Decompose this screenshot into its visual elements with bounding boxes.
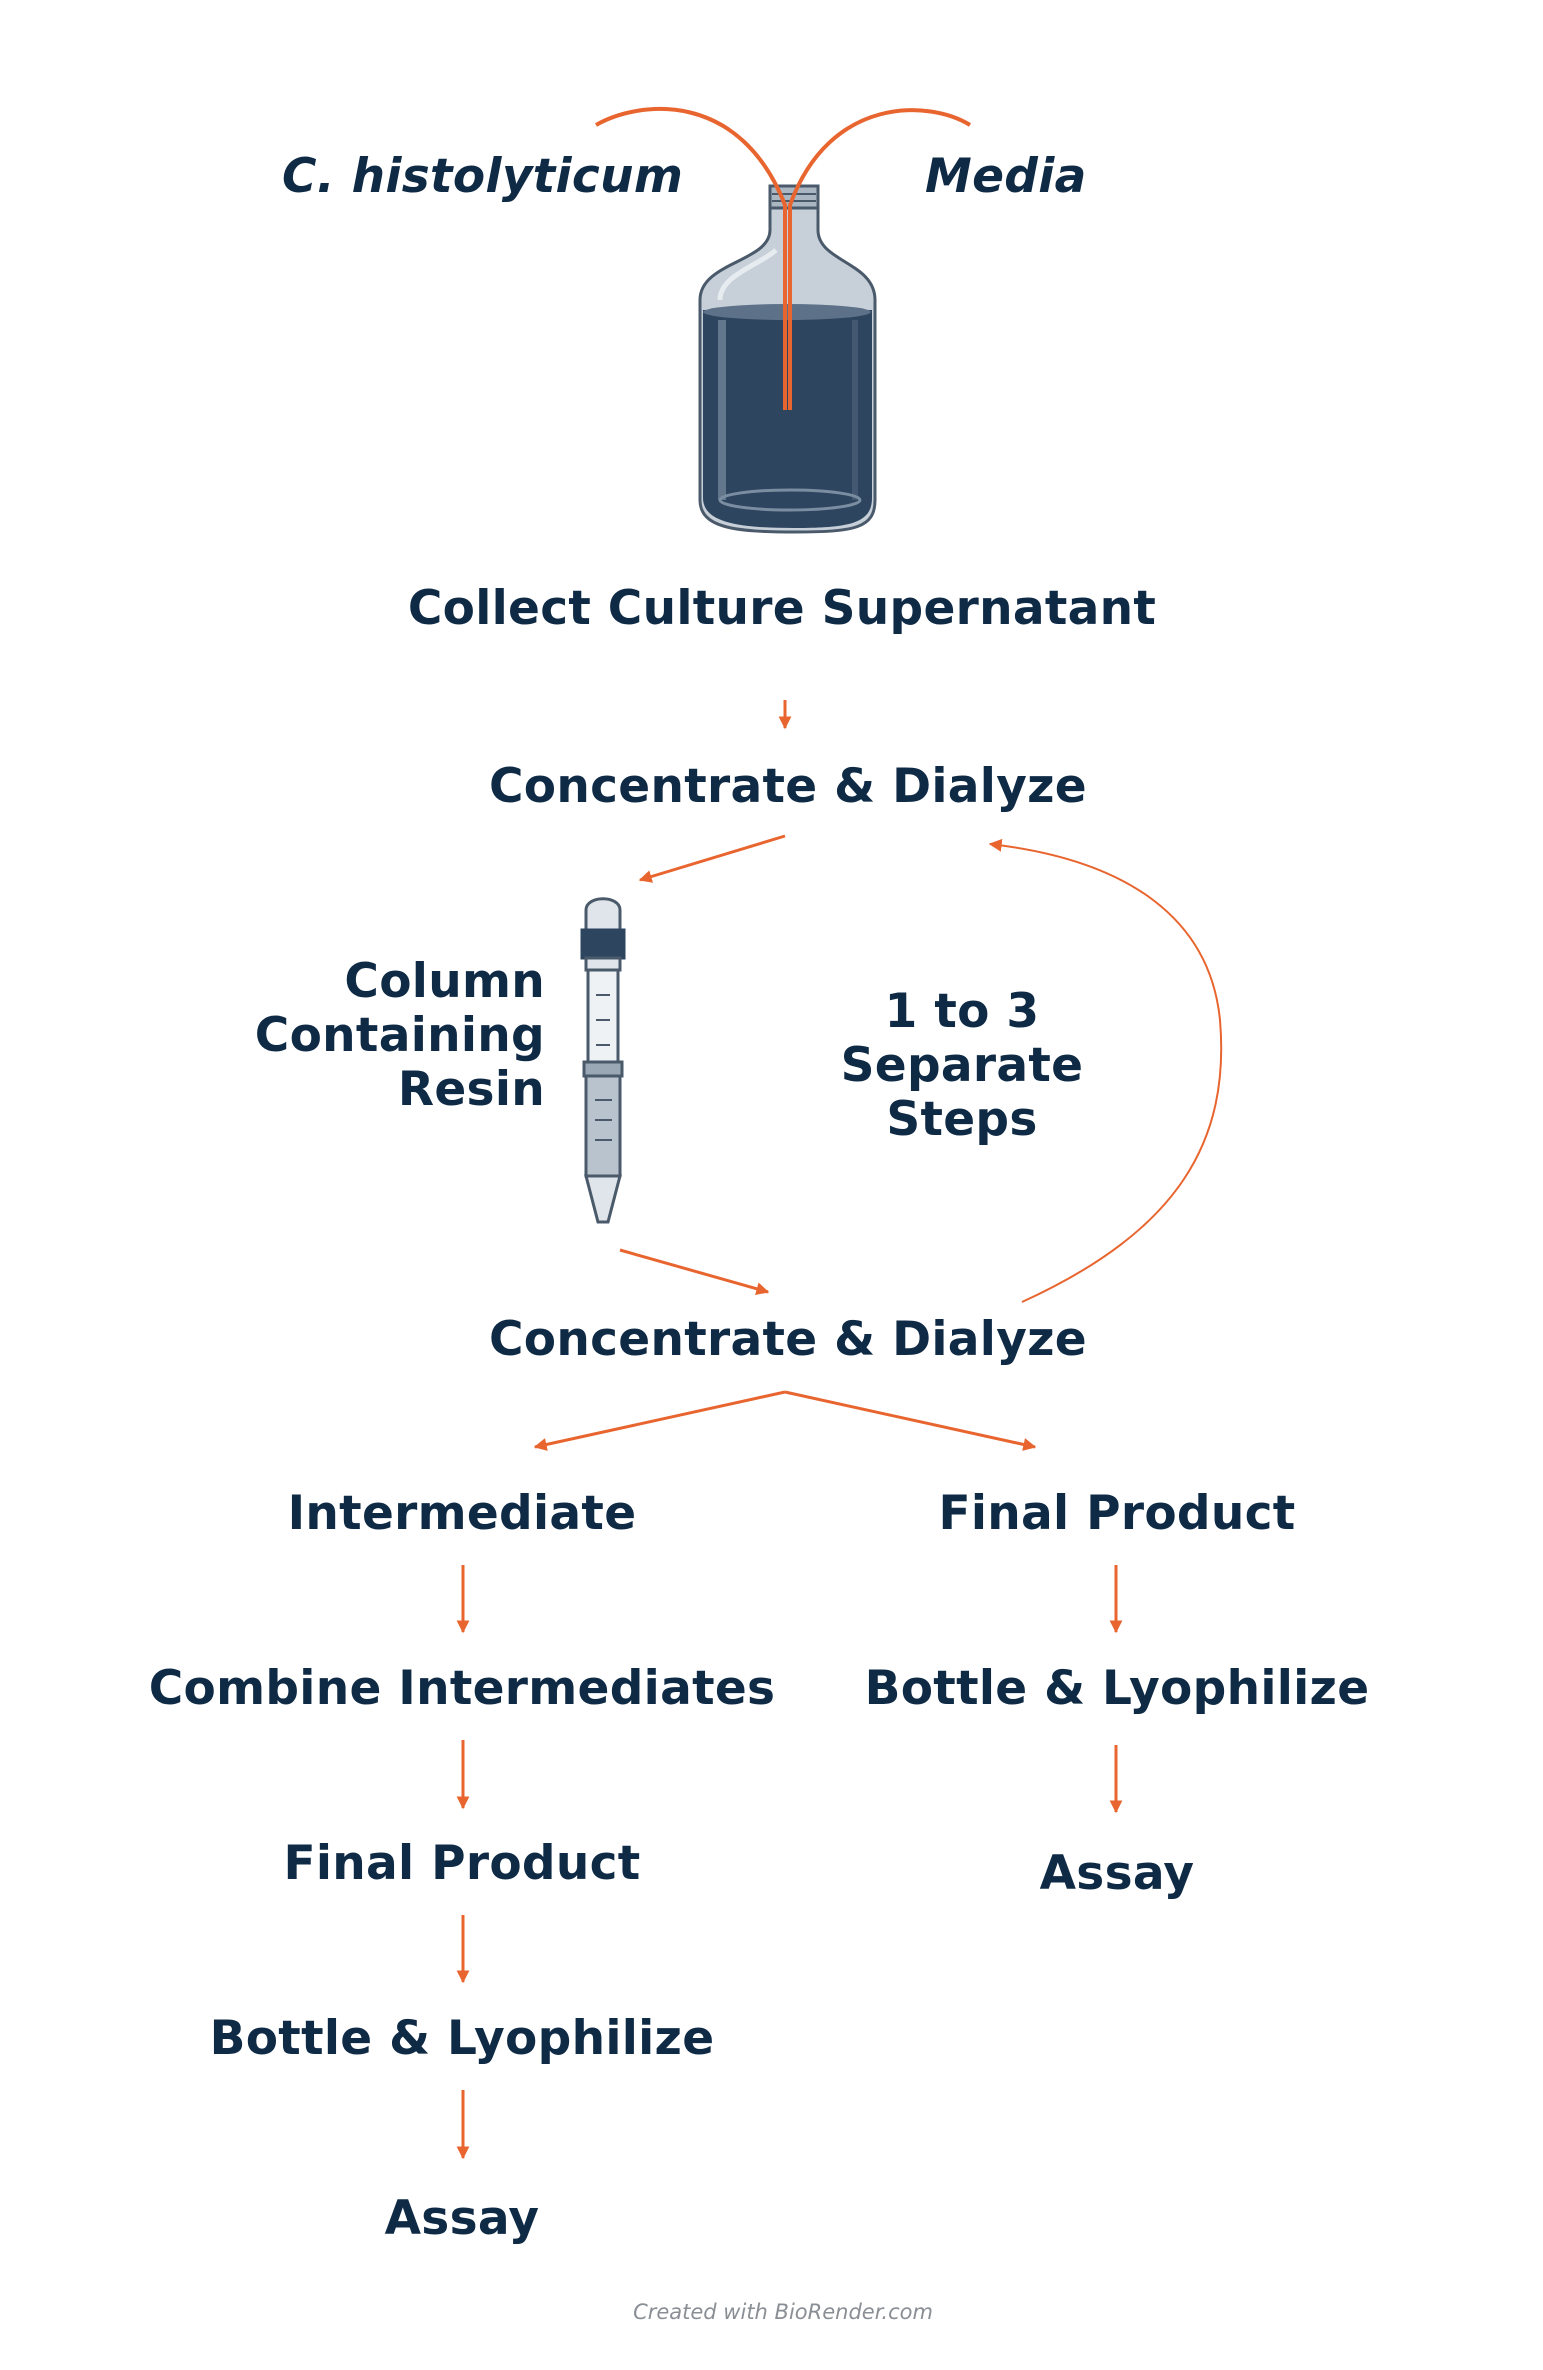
culture-bottle-icon <box>698 184 877 534</box>
left-step-bottle-lyophilize: Bottle & Lyophilize <box>209 2011 715 2066</box>
loop-note: 1 to 3 Separate Steps <box>840 984 1084 1148</box>
organism-label: C. histolyticum <box>282 149 684 204</box>
loop-note-line-2: Separate <box>840 1038 1084 1094</box>
loop-note-line-1: 1 to 3 <box>884 984 1040 1039</box>
right-step-final-product: Final Product <box>938 1486 1296 1541</box>
column-label-line-2: Containing <box>254 1008 545 1064</box>
concentrate-dialyze-step-1: Concentrate & Dialyze <box>489 759 1087 814</box>
left-step-assay: Assay <box>384 2191 540 2246</box>
right-step-assay: Assay <box>1039 1846 1195 1901</box>
right-step-bottle-lyophilize: Bottle & Lyophilize <box>864 1661 1370 1716</box>
left-step-final-product: Final Product <box>283 1836 641 1891</box>
column-label: Column Containing Resin <box>240 954 545 1118</box>
concentrate-dialyze-step-2: Concentrate & Dialyze <box>489 1312 1087 1367</box>
media-label: Media <box>925 149 1087 204</box>
chromatography-column-icon <box>580 897 626 1224</box>
biorender-credit: Created with BioRender.com <box>633 2300 933 2324</box>
left-step-combine-intermediates: Combine Intermediates <box>148 1661 776 1716</box>
left-step-intermediate: Intermediate <box>287 1486 637 1541</box>
column-label-line-1: Column <box>344 954 545 1009</box>
column-label-line-3: Resin <box>397 1062 545 1118</box>
loop-note-line-3: Steps <box>886 1092 1038 1148</box>
collect-supernatant-step: Collect Culture Supernatant <box>407 581 1157 636</box>
